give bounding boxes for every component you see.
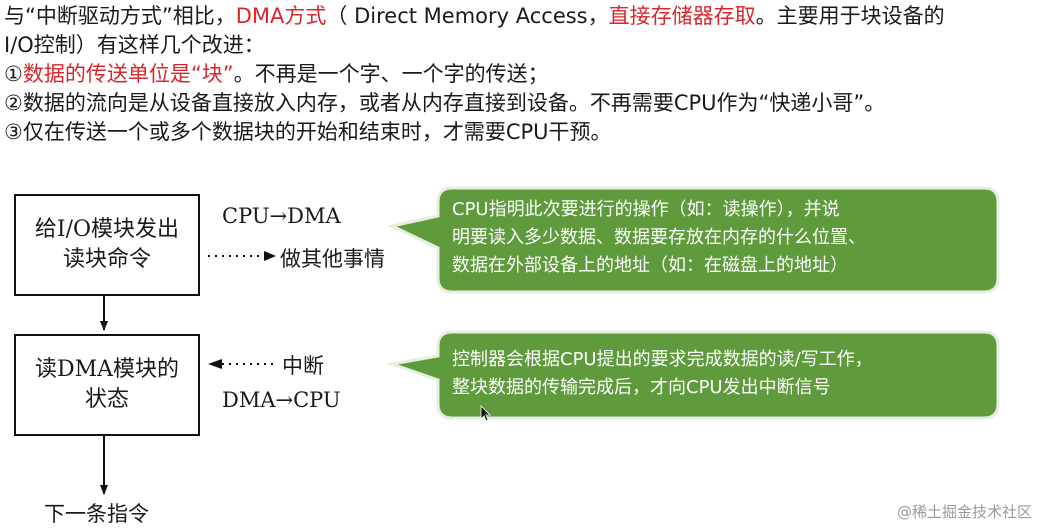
mouse-cursor-icon — [480, 405, 491, 422]
label-cpu-to-dma: CPU→DMA — [222, 204, 341, 228]
callout-shape — [387, 186, 1000, 294]
callout1-line-1: CPU指明此次要进行的操作（如：读操作），并说 — [452, 199, 840, 220]
label-interrupt: 中断 — [282, 354, 324, 378]
watermark: @稀土掘金技术社区 — [896, 503, 1032, 521]
label-next-instruction: 下一条指令 — [44, 502, 149, 526]
label-dma-to-cpu: DMA→CPU — [222, 388, 341, 412]
callout-controller-work: 控制器会根据CPU提出的要求完成数据的读/写工作， 整块数据的传输完成后，才向C… — [386, 330, 1002, 422]
callout2-line-1: 控制器会根据CPU提出的要求完成数据的读/写工作， — [452, 349, 873, 370]
point-2: ②数据的流向是从设备直接放入内存，或者从内存直接到设备。不再需要CPU作为“快递… — [4, 91, 886, 115]
box-read-dma-status: 读DMA模块的状态 — [14, 334, 200, 436]
callout1-line-3: 数据在外部设备上的地址（如：在磁盘上的地址） — [452, 255, 848, 276]
dma-term: DMA方式 — [235, 4, 327, 28]
callout2-line-2: 整块数据的传输完成后，才向CPU发出中断信号 — [452, 377, 831, 398]
arrow-head-interrupt — [208, 359, 222, 369]
label-do-other-things: 做其他事情 — [280, 247, 385, 271]
intro-line-1: 与“中断驱动方式”相比，DMA方式（ Direct Memory Access，… — [4, 4, 945, 28]
box-issue-read-command: 给I/O模块发出读块命令 — [14, 194, 200, 296]
direct-memory-access-term: 直接存储器存取 — [608, 4, 756, 28]
intro-text: 与“中断驱动方式”相比，DMA方式（ Direct Memory Access，… — [4, 2, 1038, 147]
callout1-line-2: 明要读入多少数据、数据要存放在内存的什么位置、 — [452, 227, 866, 248]
intro-line-2: I/O控制）有这样几个改进： — [4, 33, 265, 57]
arrow-head-other-work — [264, 251, 276, 261]
callout-shape — [386, 330, 1000, 420]
point-3: ③仅在传送一个或多个数据块的开始和结束时，才需要CPU干预。 — [4, 120, 612, 144]
point-1: ①数据的传送单位是“块”。不再是一个字、一个字的传送； — [4, 62, 549, 86]
callout-cpu-instructions: CPU指明此次要进行的操作（如：读操作），并说 明要读入多少数据、数据要存放在内… — [387, 186, 1002, 296]
